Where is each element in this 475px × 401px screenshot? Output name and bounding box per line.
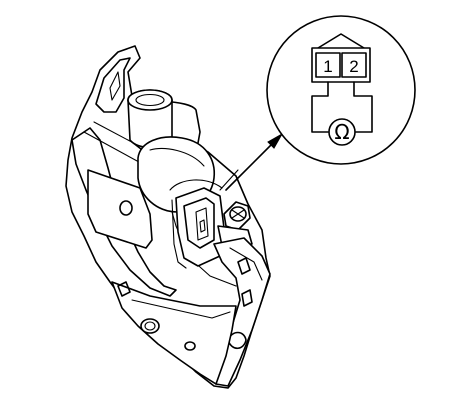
sensor-assembly-illustration (65, 45, 271, 389)
ohmmeter-icon (328, 118, 356, 146)
pin-1-cavity (315, 52, 341, 78)
detail-circle (266, 15, 416, 165)
meter-lead-wires (311, 81, 373, 133)
leader-arrow (225, 132, 284, 191)
pin-2-cavity (341, 52, 367, 78)
base-hole-2 (184, 341, 196, 351)
pin-2-label: 2 (349, 57, 358, 76)
base-hole-1 (140, 318, 160, 334)
connector-face-latch (317, 33, 365, 49)
ohm-symbol: Ω (334, 120, 349, 144)
mount-hole (119, 200, 133, 216)
mounting-bolt (217, 201, 253, 247)
connector-detail-view: 1 2 Ω (266, 15, 416, 165)
base-plate (111, 281, 237, 385)
pin-1-label: 1 (323, 57, 332, 76)
bracket-upper-tab (95, 57, 131, 113)
